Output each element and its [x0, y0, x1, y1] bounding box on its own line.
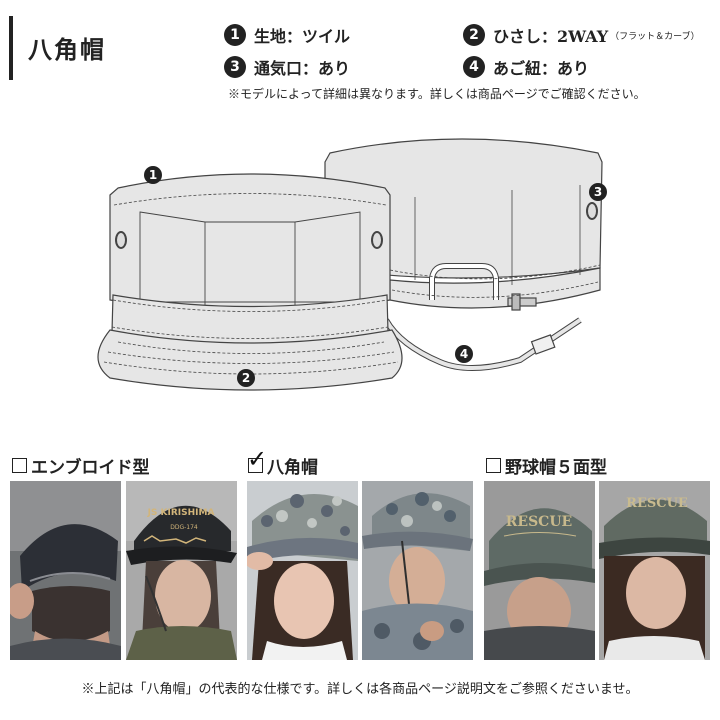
marker-2-label: 2: [242, 371, 250, 385]
type-label-embroid-text: エンブロイド型: [31, 458, 150, 478]
photo-baseball-woman: RESCUE: [599, 481, 710, 660]
footnote: ※上記は「八角帽」の代表的な仕様です。詳しくは各商品ページ説明文をご参照ください…: [81, 682, 639, 697]
spec-chinstrap-text: あご紐：あり: [493, 59, 590, 78]
photo-embroid-back: [10, 481, 121, 660]
check-mark-icon: ✓: [247, 445, 268, 473]
photo-octagonal-woman: [247, 481, 358, 660]
back-cap-crown: [324, 138, 603, 279]
type-label-octagonal-text: 八角帽: [267, 458, 318, 478]
front-cap-crown: [109, 173, 391, 312]
type-label-octagonal: ✓ 八角帽: [247, 445, 318, 478]
spec-number-2: 2: [463, 24, 485, 46]
detail-note: ※モデルによって詳細は異なります。詳しくは商品ページでご確認ください。: [228, 87, 646, 101]
marker-4-label: 4: [460, 347, 468, 361]
cap-embroidery-text-2: DDG-174: [170, 524, 198, 531]
spec-fabric: 1 生地：ツイル: [224, 23, 350, 47]
spec-visor-subtext: （フラット＆カーブ）: [610, 31, 700, 42]
type-label-embroid: エンブロイド型: [12, 453, 150, 478]
spec-visor: 2 ひさし：2WAY （フラット＆カーブ）: [463, 23, 700, 47]
marker-1-label: 1: [149, 168, 157, 182]
spec-number-1: 1: [224, 24, 246, 46]
checkbox-octagonal: ✓: [247, 445, 267, 473]
cap-rescue-text-1: RESCUE: [506, 514, 572, 530]
checkbox-baseball: [486, 458, 501, 473]
page-title: 八角帽: [28, 35, 106, 64]
marker-3: [589, 183, 607, 201]
photo-baseball-man: RESCUE: [484, 481, 595, 660]
cap-embroidery-text-1: JS KIRISHIMA: [147, 508, 215, 518]
marker-4: [455, 345, 473, 363]
spec-vent: 3 通気口：あり: [224, 55, 350, 79]
cap-rescue-text-2: RESCUE: [626, 496, 688, 511]
photo-octagonal-man: [362, 481, 473, 660]
marker-1: [144, 166, 162, 184]
front-cap-visor: [97, 329, 403, 391]
spec-fabric-text: 生地：ツイル: [254, 27, 351, 46]
spec-vent-text: 通気口：あり: [254, 59, 351, 78]
spec-number-4: 4: [463, 56, 485, 78]
spec-visor-text: ひさし：2WAY: [493, 27, 609, 46]
cap-diagram: 1 2 3 4: [97, 138, 607, 391]
title-accent-bar: [9, 16, 13, 80]
type-label-baseball: 野球帽５面型: [486, 453, 607, 478]
type-label-baseball-text: 野球帽５面型: [505, 458, 607, 478]
photo-embroid-front: JS KIRISHIMA DDG-174: [126, 481, 237, 660]
checkbox-embroid: [12, 458, 27, 473]
spec-number-3: 3: [224, 56, 246, 78]
spec-chinstrap: 4 あご紐：あり: [463, 55, 589, 79]
marker-3-label: 3: [594, 185, 602, 199]
marker-2: [237, 369, 255, 387]
